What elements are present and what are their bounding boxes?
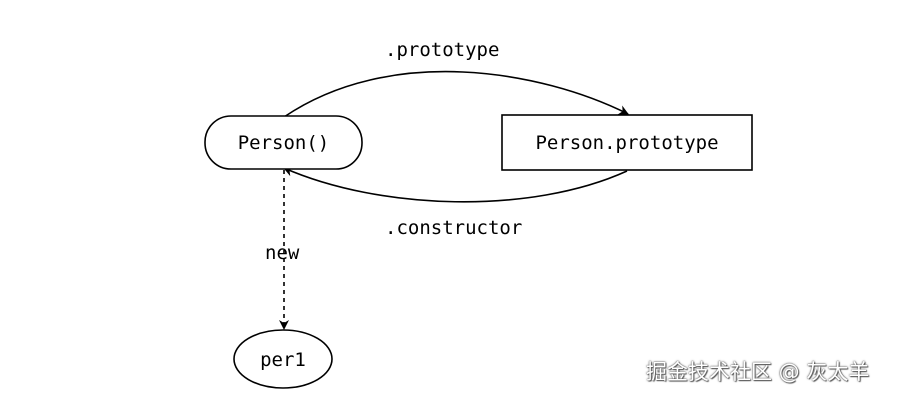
constructor-edge-label: .constructor (385, 217, 522, 239)
prototype-edge-label: .prototype (385, 39, 499, 61)
instance-node (233, 329, 333, 389)
prototype-edge (283, 70, 629, 118)
person-constructor-label: Person() (238, 132, 330, 154)
person-constructor-node (204, 115, 363, 170)
person-prototype-label: Person.prototype (535, 132, 718, 154)
new-edge-label: new (265, 242, 300, 264)
person-prototype-node (501, 114, 753, 171)
constructor-edge (283, 167, 628, 203)
watermark: 掘金技术社区 @ 灰太羊 (646, 360, 870, 384)
instance-label: per1 (260, 349, 306, 371)
